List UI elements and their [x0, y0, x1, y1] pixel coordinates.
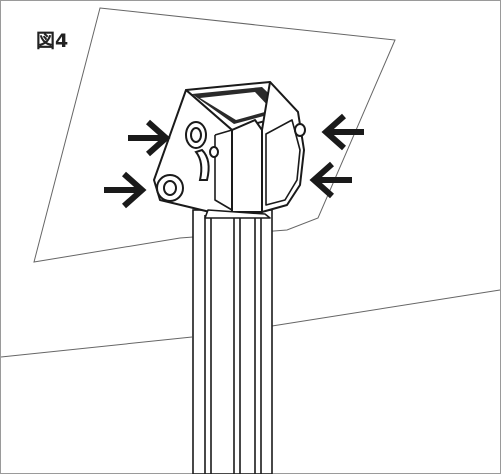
- figure-label: 図4: [36, 30, 69, 52]
- floor-line-left: [0, 336, 193, 358]
- arrow-left-lower-icon: [309, 161, 352, 199]
- arrow-right-upper-icon: [128, 119, 171, 157]
- wall-panel: [33, 7, 396, 263]
- arrow-left-upper-icon: [321, 113, 364, 151]
- arrow-right-lower-icon: [104, 171, 147, 209]
- upper-knob-icon: [185, 121, 219, 181]
- pole: [192, 209, 273, 474]
- floor-line-right: [271, 289, 501, 327]
- lower-knob-icon: [156, 174, 184, 202]
- right-screw-icon: [294, 123, 306, 137]
